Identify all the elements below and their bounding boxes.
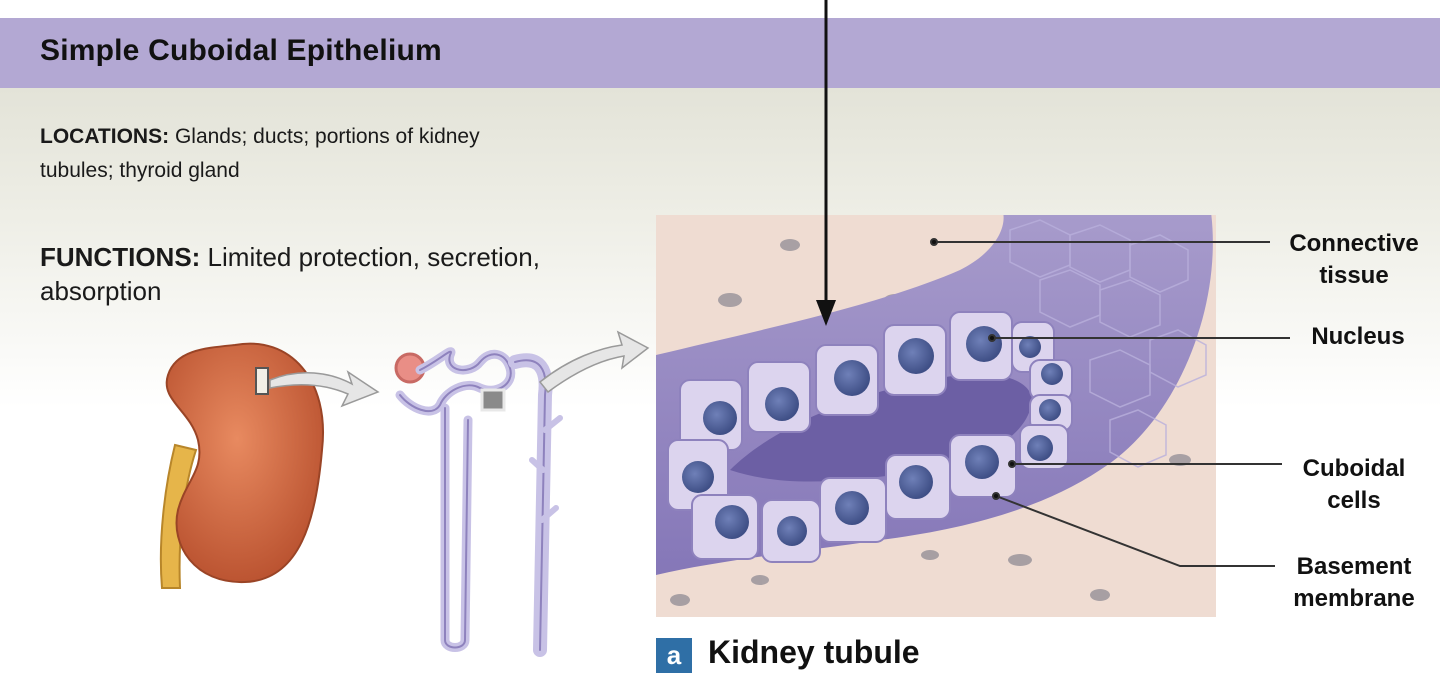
nephron-illustration — [394, 347, 563, 657]
label-basement-membrane: Basement membrane — [1293, 553, 1415, 612]
top-strip — [0, 0, 1440, 18]
locations-label: LOCATIONS: — [40, 125, 170, 148]
label-nucleus: Nucleus — [1311, 323, 1405, 350]
functions-text: FUNCTIONS: Limited protection, secretion… — [40, 240, 560, 308]
locations-text: LOCATIONS: Glands; ducts; portions of ki… — [40, 120, 480, 188]
zoom-arrow-1 — [269, 370, 380, 408]
label-connective-tissue: Connective tissue — [1289, 230, 1419, 289]
locations-value: Glands; ducts; portions of kidney tubule… — [40, 125, 480, 182]
kidney-tubule-micrograph — [656, 215, 1216, 617]
label-cuboidal-cells: Cuboidal cells — [1302, 455, 1406, 514]
figure-caption: Kidney tubule — [708, 634, 920, 670]
functions-label: FUNCTIONS: — [40, 242, 201, 272]
zoom-arrow-2 — [538, 330, 650, 394]
kidney-illustration — [159, 342, 324, 589]
header-band — [0, 18, 1440, 88]
figure-badge: a — [656, 638, 692, 673]
page-title: Simple Cuboidal Epithelium — [40, 34, 442, 67]
callout-lines — [930, 238, 1290, 567]
functions-value: Limited protection, secretion, absorptio… — [40, 242, 540, 306]
pointer-arrow — [816, 0, 836, 326]
